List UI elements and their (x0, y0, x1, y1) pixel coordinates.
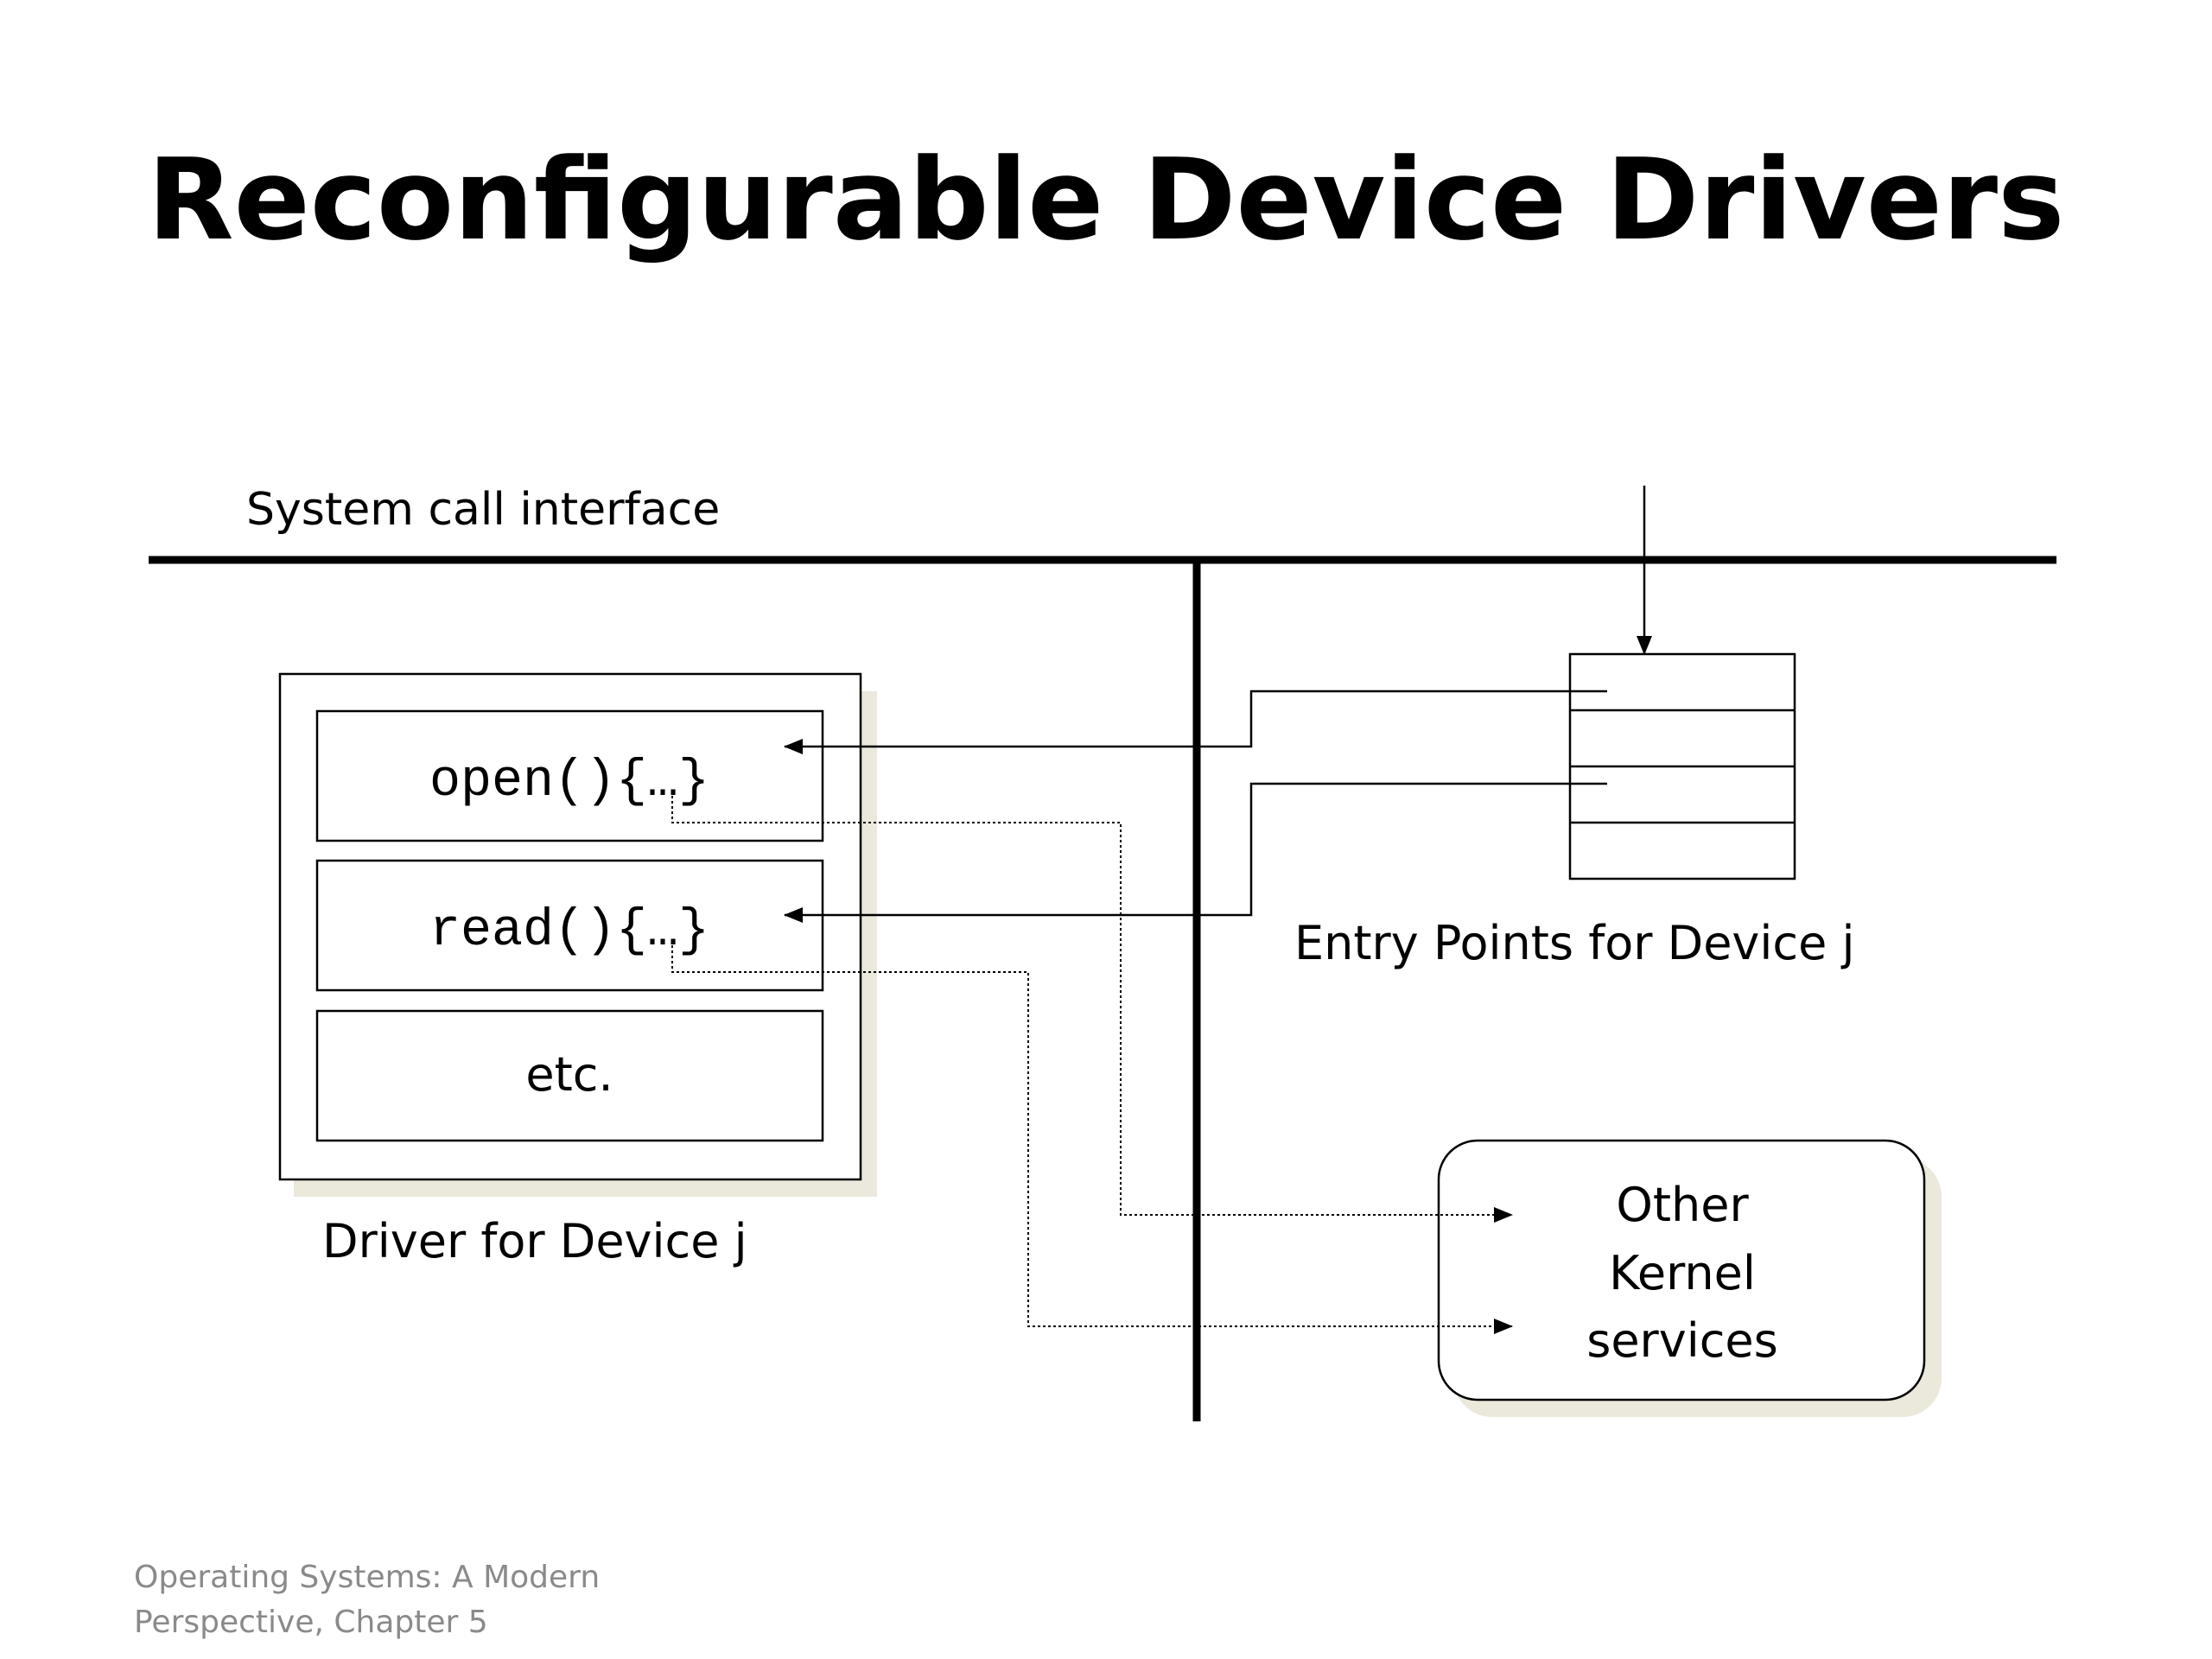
etc-function-box (315, 1009, 824, 1142)
driver-box: open(){…} read(){…} etc. (278, 672, 877, 1197)
entry-to-open-arrow (784, 690, 1607, 754)
open-function-box (315, 709, 824, 842)
etc-function-label: etc. (525, 1047, 613, 1102)
read-function-label: read(){…} (429, 902, 709, 961)
slide-title: Reconfigurable Device Drivers (147, 134, 2065, 265)
kernel-services-box (1437, 1139, 1926, 1402)
footer-line-2: Perspective, Chapter 5 (134, 1605, 488, 1640)
driver-label: Driver for Device j (322, 1214, 747, 1268)
slide-footer: Operating Systems: A Modern Perspective,… (134, 1555, 600, 1645)
read-to-kernel-dotted-arrow (671, 940, 1513, 1334)
open-function-label: open(){…} (429, 753, 709, 811)
entry-points-label: Entry Points for Device j (1294, 916, 1854, 970)
kernel-services-line-1: Other (1616, 1178, 1749, 1232)
kernel-services-line-3: services (1586, 1313, 1778, 1368)
footer-line-1: Operating Systems: A Modern (134, 1560, 601, 1595)
syscall-interface-label: System call interface (246, 484, 720, 536)
open-to-kernel-dotted-arrow (671, 791, 1513, 1223)
entry-to-read-arrow (784, 782, 1607, 923)
entry-points-table (1568, 652, 1796, 880)
kernel-services-line-2: Kernel (1609, 1246, 1756, 1300)
read-function-box (315, 859, 824, 992)
